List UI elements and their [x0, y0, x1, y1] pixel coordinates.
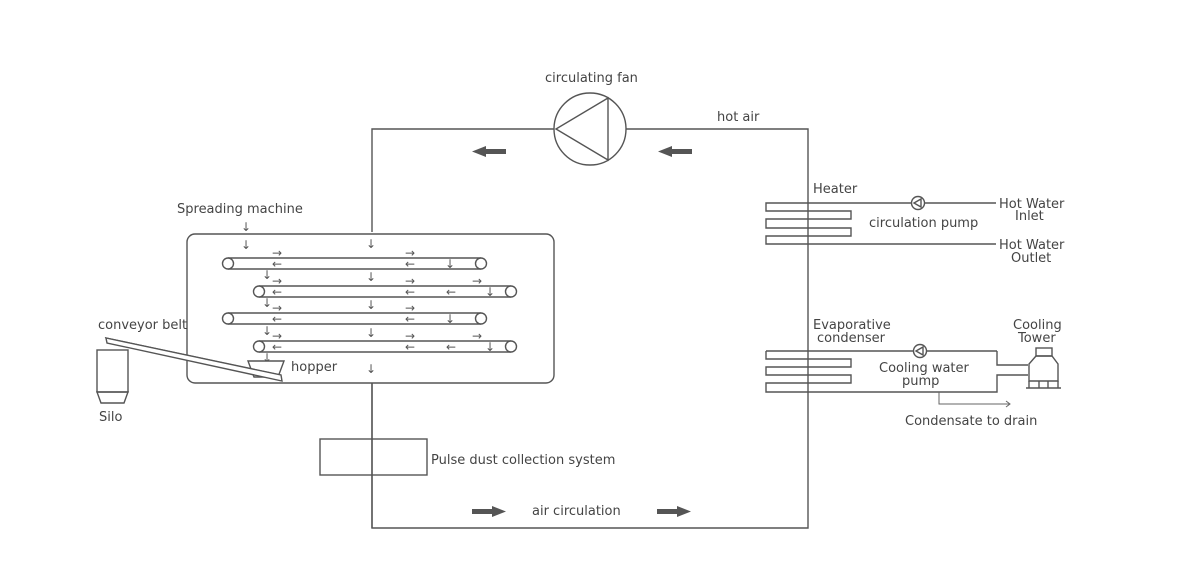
arrow-left-icon: ← [446, 285, 456, 299]
cooling-water-pump-label-2: pump [902, 374, 939, 389]
arrow-right-icon: → [405, 246, 415, 260]
arrow-down-icon: ↓ [241, 220, 251, 234]
belt-1 [221, 257, 488, 270]
hopper-label: hopper [291, 360, 338, 375]
arrow-left-icon: ← [272, 312, 282, 326]
arrow-right-icon: → [272, 301, 282, 315]
arrow-down-icon: ↓ [262, 268, 272, 282]
circulating-fan-label: circulating fan [545, 71, 638, 86]
arrow-right-icon: → [472, 274, 482, 288]
arrow-down-icon: ↓ [445, 257, 455, 271]
hot-water-inlet-label: Hot Water [999, 197, 1065, 212]
hot-water-inlet-label-2: Inlet [1015, 209, 1044, 224]
arrow-left-icon: ← [272, 340, 282, 354]
arrow-right-icon: → [272, 274, 282, 288]
circulation-pump-label: circulation pump [869, 216, 978, 231]
arrow-left-icon: ← [272, 285, 282, 299]
belt-2 [252, 285, 518, 298]
cooling-tower-icon [1026, 347, 1061, 389]
flow-arrow-left-icon [472, 146, 506, 157]
cooling-water-pump-icon [912, 343, 928, 359]
evaporative-condenser-label-2: condenser [817, 331, 886, 346]
arrow-left-icon: ← [446, 340, 456, 354]
arrow-right-icon: → [405, 329, 415, 343]
arrow-right-icon: → [272, 246, 282, 260]
flow-arrow-left-icon [658, 146, 692, 157]
arrow-down-icon: ↓ [366, 237, 376, 251]
fan-icon [553, 92, 627, 166]
arrow-down-icon: ↓ [262, 351, 272, 365]
arrow-right-icon: → [405, 301, 415, 315]
arrow-down-icon: ↓ [262, 324, 272, 338]
evaporative-condenser-icon [765, 350, 1028, 393]
spreading-machine-label: Spreading machine [177, 202, 303, 217]
arrow-left-icon: ← [405, 285, 415, 299]
arrow-down-icon: ↓ [366, 362, 376, 376]
cooling-tower-label-2: Tower [1017, 331, 1056, 346]
conveyor-belt-outline [105, 337, 283, 382]
arrow-down-icon: ↓ [366, 326, 376, 340]
arrow-right-icon [1005, 400, 1011, 408]
cooling-tower-label: Cooling [1013, 318, 1062, 333]
hot-water-outlet-label: Hot Water [999, 238, 1065, 253]
dryer-chamber [186, 233, 555, 384]
material-flow-arrows: ↓ ↓ ↓ → → ← ← ↓ ↓ → ↓ → → ← ← ← ↓ ↓ → ↓ … [241, 220, 495, 376]
heater-label: Heater [813, 182, 858, 197]
arrow-down-icon: ↓ [485, 340, 495, 354]
belt-4 [252, 340, 518, 353]
arrow-right-icon: → [472, 329, 482, 343]
cooling-water-pump-label: Cooling water [879, 361, 970, 376]
arrow-left-icon: ← [272, 257, 282, 271]
pulse-dust-collector [319, 438, 428, 476]
arrow-down-icon: ↓ [485, 285, 495, 299]
condensate-line [938, 392, 1010, 405]
heater-icon [765, 202, 996, 245]
arrow-left-icon: ← [405, 340, 415, 354]
belt-3 [221, 312, 488, 325]
arrow-down-icon: ↓ [262, 296, 272, 310]
evaporative-condenser-label: Evaporative [813, 318, 891, 333]
silo-icon [96, 349, 129, 404]
hot-water-outlet-label-2: Outlet [1011, 251, 1051, 266]
arrow-right-icon: → [405, 274, 415, 288]
arrow-left-icon: ← [405, 312, 415, 326]
arrow-down-icon: ↓ [445, 312, 455, 326]
hot-air-label: hot air [717, 110, 760, 125]
silo-label: Silo [99, 410, 122, 425]
air-duct-top-left [371, 128, 554, 232]
conveyor-belt-label: conveyor belt [98, 318, 187, 333]
condensate-label: Condensate to drain [905, 414, 1037, 429]
arrow-right-icon: → [272, 329, 282, 343]
arrow-down-icon: ↓ [366, 298, 376, 312]
flow-arrow-right-icon [657, 506, 691, 517]
air-circulation-label: air circulation [532, 504, 621, 519]
arrow-left-icon: ← [405, 257, 415, 271]
circulation-pump-icon [910, 195, 926, 211]
arrow-down-icon: ↓ [366, 270, 376, 284]
arrow-down-icon: ↓ [241, 238, 251, 252]
flow-arrow-right-icon [472, 506, 506, 517]
pulse-dust-label: Pulse dust collection system [431, 453, 615, 468]
